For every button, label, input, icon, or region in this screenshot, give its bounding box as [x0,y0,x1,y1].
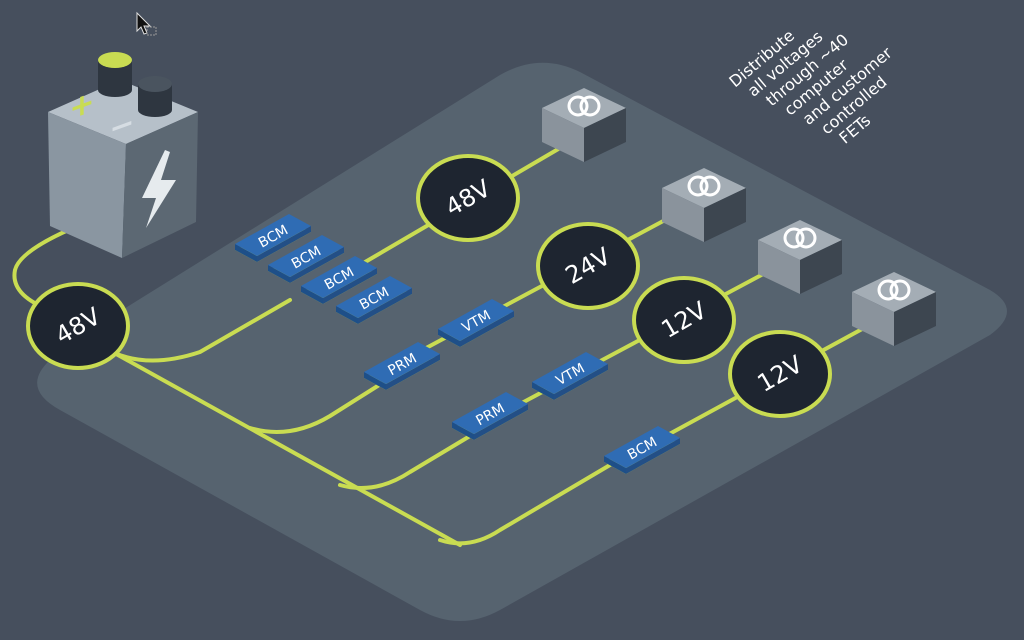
wire-branch-3-out [488,263,782,422]
load-box [542,88,626,162]
platform-board [37,62,1007,621]
transformer-icon [687,175,721,197]
wire-battery-to-hub [12,223,82,312]
battery-negative-terminal [138,76,172,117]
module-block: VTM [532,352,608,400]
wire-branch-3 [338,428,482,490]
load-box-group [542,88,936,346]
mouse-cursor-icon [136,11,157,36]
load-box [662,168,746,242]
load-box [852,272,936,346]
load-box [758,220,842,294]
module-block: BCM [604,426,680,474]
wire-branch-2 [248,373,397,434]
voltage-hub: 12V [728,330,832,418]
wire-trunk [98,343,462,547]
voltage-hub: 48V [26,282,130,370]
battery: + − [48,52,198,258]
wire-branch-4 [438,463,612,546]
module-block: VTM [438,299,514,347]
voltage-hub: 24V [536,222,640,310]
module-block: BCM [235,214,311,262]
transformer-icon [877,279,911,301]
annotation-text: Distribute all voltages through ~40 comp… [725,26,896,148]
transformer-icon [567,95,601,117]
battery-positive-terminal [98,52,132,97]
voltage-hub: 48V [416,154,520,242]
module-block: PRM [364,342,440,390]
voltage-hub: 12V [632,276,736,364]
module-block: PRM [452,392,528,440]
transformer-icon [783,227,817,249]
module-block: BCM [336,276,412,324]
lightning-bolt-icon [142,150,176,228]
